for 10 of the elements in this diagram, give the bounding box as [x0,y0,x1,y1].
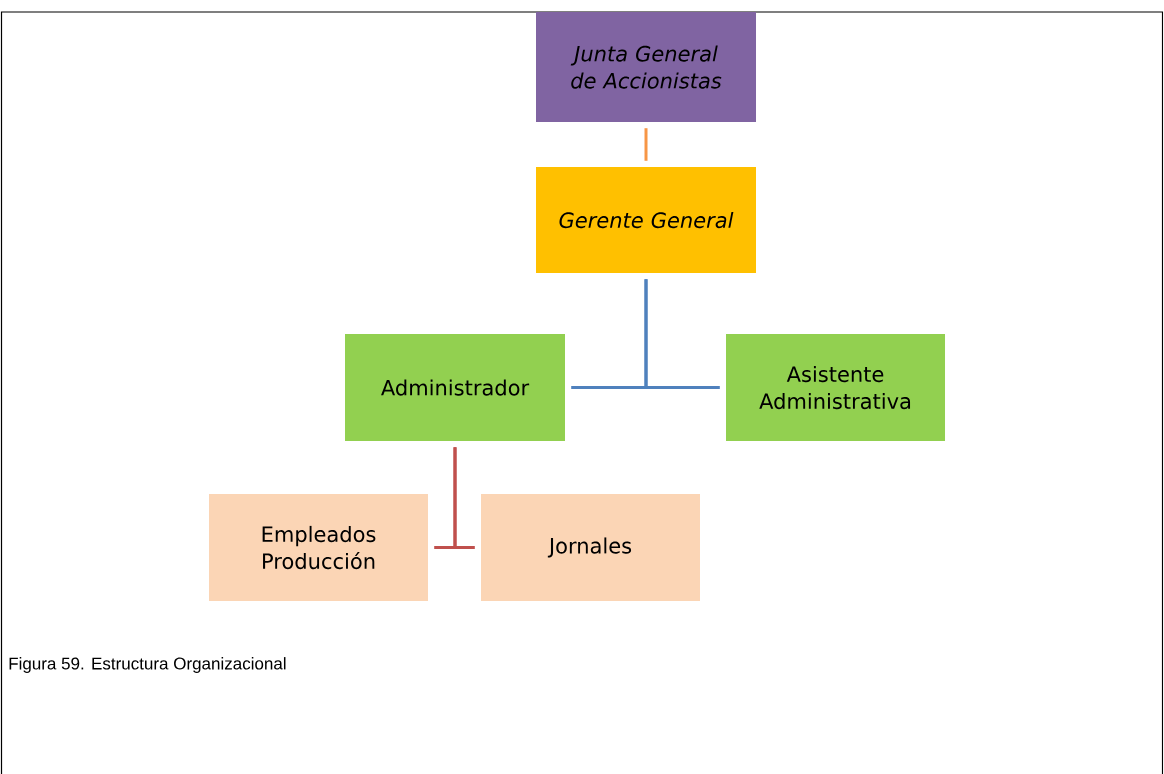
org-box: Administrador [345,334,565,441]
org-box: Gerente General [536,167,756,273]
org-box: Jornales [481,494,700,601]
org-box: Junta General de Accionistas [536,12,756,122]
connector-line [644,279,720,389]
connector-line [453,447,475,549]
org-box: Asistente Administrativa [726,334,945,441]
connector-line [644,128,648,161]
org-box: Empleados Producción [209,494,428,601]
figure-caption: Figura 59. Estructura Organizacional [9,657,286,673]
